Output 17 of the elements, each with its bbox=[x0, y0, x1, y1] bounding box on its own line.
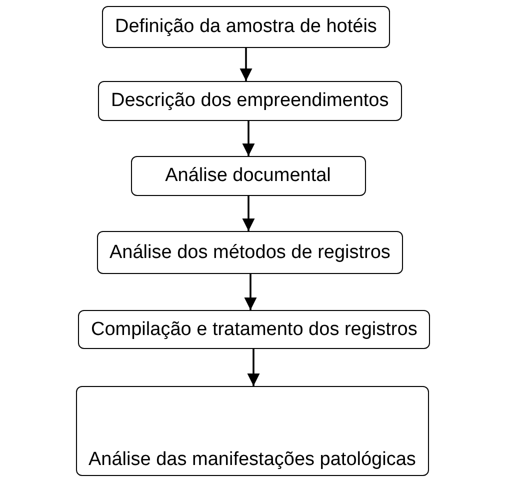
arrow bbox=[242, 196, 255, 231]
process-box bbox=[96, 231, 404, 274]
arrow bbox=[242, 121, 255, 156]
step-label: Descrição dos empreendimentos bbox=[111, 90, 389, 112]
step-label: Definição da amostra de hotéis bbox=[115, 16, 377, 38]
arrow bbox=[240, 48, 252, 81]
step-label: Análise dos métodos de registros bbox=[110, 242, 390, 264]
process-box bbox=[130, 156, 366, 196]
arrow bbox=[247, 349, 260, 386]
step-label: Análise das manifestações patológicas bbox=[88, 449, 416, 471]
process-box bbox=[98, 81, 402, 121]
process-box bbox=[102, 6, 390, 48]
process-box bbox=[76, 386, 429, 476]
process-box bbox=[78, 310, 430, 349]
step-label: Compilação e tratamento dos registros bbox=[91, 318, 418, 340]
step-label: Análise documental bbox=[165, 165, 331, 187]
arrow bbox=[244, 274, 257, 310]
